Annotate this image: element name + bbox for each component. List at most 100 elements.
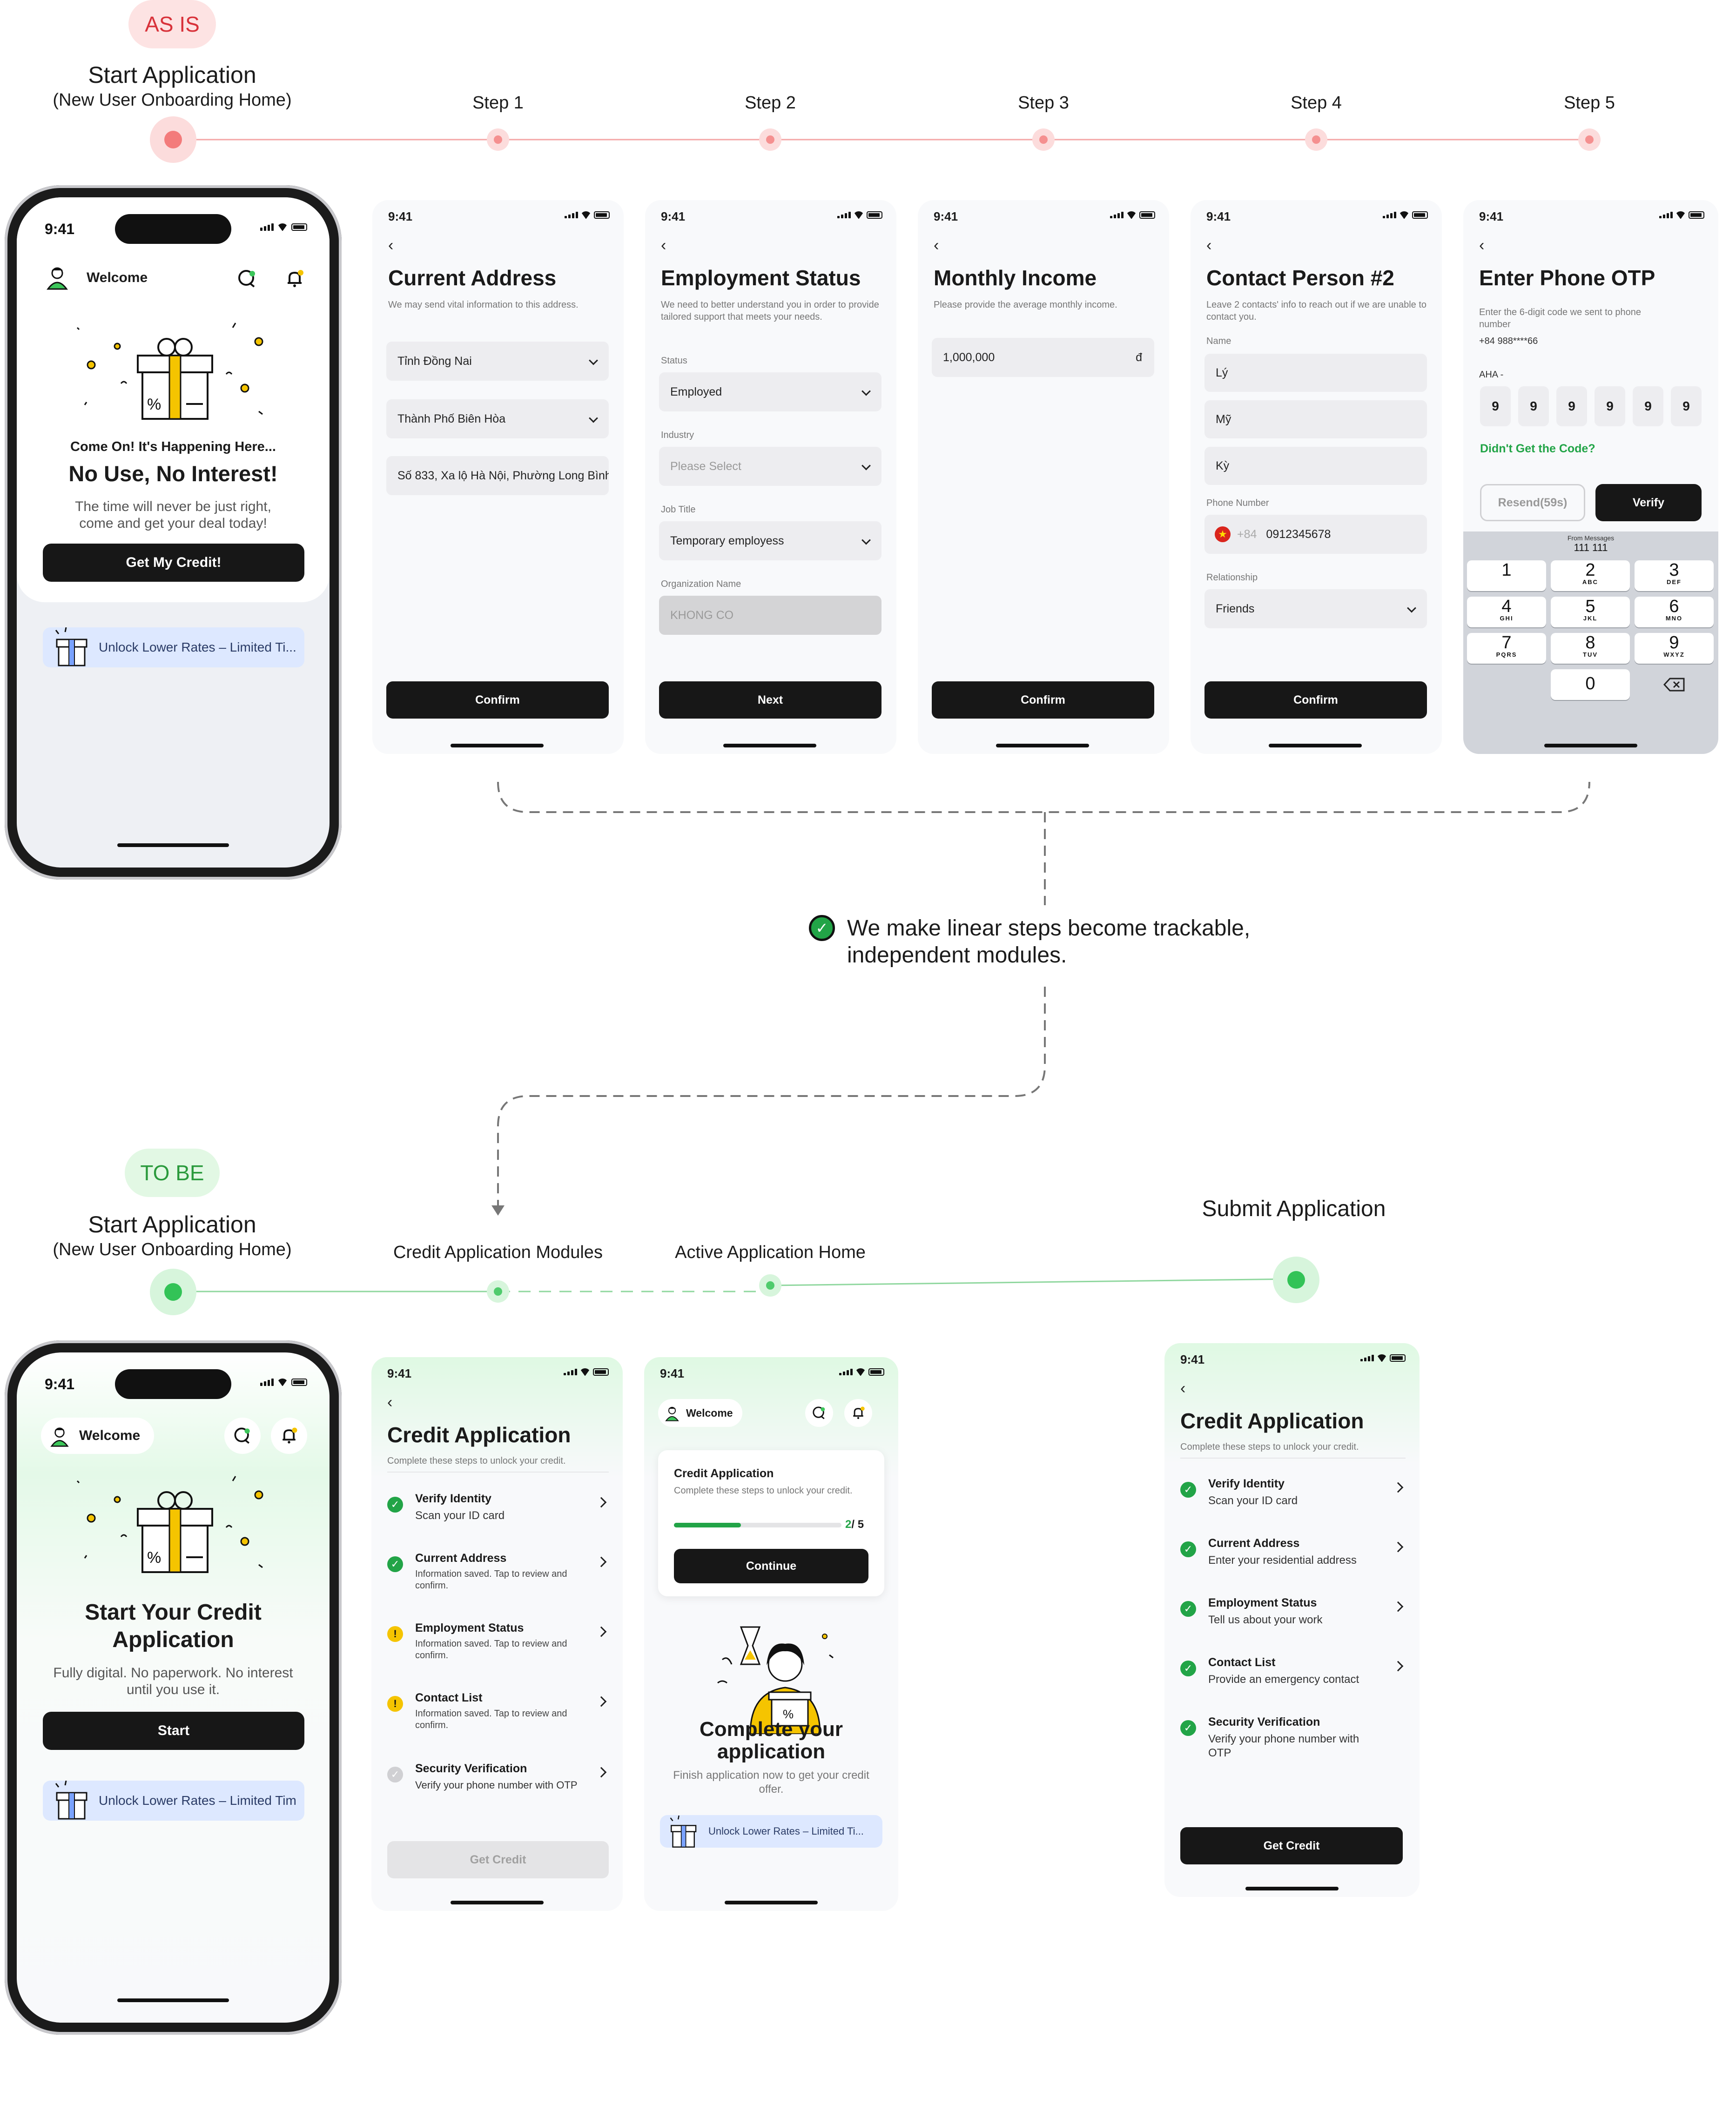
bell-icon[interactable]	[283, 267, 306, 290]
status-label: Status	[661, 356, 687, 366]
back-icon[interactable]: ‹	[1206, 236, 1212, 254]
otp-digit-2[interactable]: 9	[1518, 386, 1549, 426]
industry-select[interactable]: Please Select	[659, 447, 881, 486]
support-chat-icon[interactable]	[236, 267, 259, 290]
otp-digit-1[interactable]: 9	[1480, 386, 1511, 426]
key-1[interactable]: 1	[1467, 560, 1546, 591]
welcome-chip[interactable]: Welcome	[658, 1399, 742, 1427]
module-security-verification[interactable]: ✓ Security Verification Verify your phon…	[1180, 1715, 1406, 1767]
chevron-right-icon	[1393, 1661, 1404, 1672]
screen-subtitle: Complete these steps to unlock your cred…	[387, 1456, 566, 1466]
continue-button[interactable]: Continue	[674, 1549, 868, 1583]
street-input[interactable]: Số 833, Xa lộ Hà Nội, Phường Long Bình	[386, 456, 609, 495]
avatar[interactable]	[41, 261, 74, 293]
get-my-credit-button[interactable]: Get My Credit!	[43, 544, 304, 582]
welcome-chip[interactable]: Welcome	[41, 1418, 155, 1454]
promo-banner[interactable]: Unlock Lower Rates – Limited Tim	[43, 1781, 304, 1821]
module-current-address[interactable]: ✓ Current Address Information saved. Tap…	[387, 1552, 609, 1598]
confirm-button[interactable]: Confirm	[932, 681, 1154, 719]
confirm-button[interactable]: Confirm	[386, 681, 609, 719]
status-time: 9:41	[45, 221, 75, 237]
otp-digit-4[interactable]: 9	[1595, 386, 1625, 426]
start-button[interactable]: Start	[43, 1712, 304, 1750]
module-contact-list[interactable]: ! Contact List Information saved. Tap to…	[387, 1691, 609, 1738]
confirm-button[interactable]: Confirm	[1204, 681, 1427, 719]
module-verify-identity[interactable]: ✓ Verify Identity Scan your ID card	[1180, 1477, 1406, 1514]
back-icon[interactable]: ‹	[1180, 1379, 1186, 1397]
gift-illustration: %	[73, 318, 277, 439]
asis-start-subtitle: (New User Onboarding Home)	[53, 90, 292, 110]
province-select[interactable]: Tỉnh Đồng Nai	[386, 342, 609, 381]
asis-home-phone: 9:41 Welcome % Come On! It's Happening H…	[5, 185, 342, 880]
screen-title: Contact Person #2	[1206, 266, 1394, 290]
back-icon[interactable]: ‹	[934, 236, 939, 254]
bell-icon[interactable]	[271, 1418, 307, 1454]
key-0[interactable]: 0	[1551, 669, 1630, 700]
asis-start-dot	[150, 116, 196, 163]
name-input-2[interactable]: Mỹ	[1204, 400, 1427, 438]
bell-icon[interactable]	[844, 1399, 872, 1427]
home-indicator	[451, 1901, 544, 1904]
chevron-down-icon	[1407, 603, 1416, 613]
get-credit-button[interactable]: Get Credit	[1180, 1827, 1403, 1864]
progress-bar	[674, 1523, 841, 1527]
module-current-address[interactable]: ✓ Current Address Enter your residential…	[1180, 1537, 1406, 1574]
pending-check-icon: ✓	[387, 1767, 403, 1782]
module-contact-list[interactable]: ✓ Contact List Provide an emergency cont…	[1180, 1656, 1406, 1693]
name-input-1[interactable]: Lý	[1204, 354, 1427, 392]
status-select[interactable]: Employed	[659, 372, 881, 411]
back-icon[interactable]: ‹	[661, 236, 666, 254]
job-title-select[interactable]: Temporary employess	[659, 521, 881, 560]
application-progress-card: Credit Application Complete these steps …	[658, 1450, 884, 1596]
status-icons	[564, 1368, 609, 1376]
step-5-label: Step 5	[1564, 93, 1615, 113]
backspace-icon[interactable]	[1663, 678, 1685, 692]
next-button[interactable]: Next	[659, 681, 881, 719]
gift-promo-icon	[55, 627, 87, 666]
city-select[interactable]: Thành Phố Biên Hòa	[386, 399, 609, 438]
module-verify-identity[interactable]: ✓ Verify Identity Scan your ID card	[387, 1492, 609, 1529]
promo-banner[interactable]: Unlock Lower Rates – Limited Ti...	[660, 1815, 882, 1848]
module-employment-status[interactable]: ! Employment Status Information saved. T…	[387, 1621, 609, 1668]
name-input-3[interactable]: Kỳ	[1204, 447, 1427, 485]
otp-digit-6[interactable]: 9	[1671, 386, 1702, 426]
screen-title: Monthly Income	[934, 266, 1097, 290]
resend-button[interactable]: Resend(59s)	[1480, 484, 1585, 521]
back-icon[interactable]: ‹	[388, 236, 394, 254]
chevron-right-icon	[596, 1497, 607, 1508]
active-application-home-screen: 9:41 Welcome Credit Application Complete…	[644, 1357, 898, 1911]
home-indicator	[451, 744, 544, 747]
relationship-label: Relationship	[1206, 572, 1258, 583]
support-chat-icon[interactable]	[805, 1399, 833, 1427]
submit-label: Submit Application	[1202, 1197, 1386, 1221]
verify-button[interactable]: Verify	[1595, 484, 1702, 521]
active-body: Finish application now to get your credi…	[673, 1769, 869, 1796]
phone-input[interactable]: ★ +84 0912345678	[1204, 515, 1427, 554]
back-icon[interactable]: ‹	[387, 1393, 393, 1411]
gift-promo-icon	[670, 1815, 697, 1848]
didnt-get-code-link[interactable]: Didn't Get the Code?	[1480, 442, 1595, 455]
status-time: 9:41	[934, 209, 958, 223]
module-security-verification[interactable]: ✓ Security Verification Verify your phon…	[387, 1762, 609, 1813]
divider	[1180, 1458, 1406, 1459]
relationship-select[interactable]: Friends	[1204, 589, 1427, 628]
otp-digit-5[interactable]: 9	[1633, 386, 1663, 426]
avatar	[50, 1427, 69, 1447]
otp-digit-3[interactable]: 9	[1556, 386, 1587, 426]
support-chat-icon[interactable]	[224, 1418, 261, 1454]
keyboard-suggestion[interactable]: 111 111	[1574, 542, 1608, 553]
promo-banner[interactable]: Unlock Lower Rates – Limited Ti...	[43, 627, 304, 667]
step-2-label: Step 2	[745, 93, 796, 113]
module-employment-status[interactable]: ✓ Employment Status Tell us about your w…	[1180, 1596, 1406, 1634]
back-icon[interactable]: ‹	[1479, 236, 1485, 254]
